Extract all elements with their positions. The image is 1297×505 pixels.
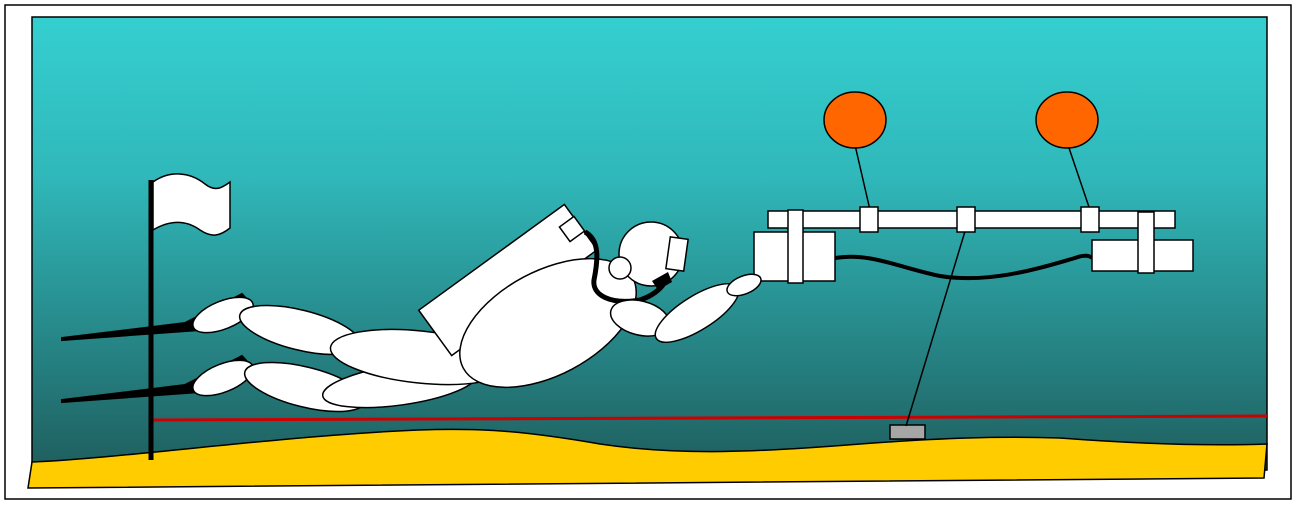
buoy-line-right — [1067, 144, 1091, 211]
hand — [726, 273, 762, 297]
camera-cable — [834, 253, 1094, 281]
buoy-right — [1035, 91, 1099, 149]
baseline-line — [151, 414, 1268, 422]
tank-valve — [558, 215, 586, 243]
diver — [61, 203, 762, 413]
buoy-left — [823, 91, 887, 149]
sand-seabed — [27, 428, 1268, 489]
mouthpiece — [652, 272, 672, 290]
bar-clamp-2 — [956, 206, 976, 233]
bar-clamp-1 — [859, 206, 879, 233]
camera-left-strap — [787, 209, 804, 284]
dive-mask — [665, 236, 689, 272]
anchor-line — [905, 227, 967, 427]
flag-cloth — [152, 173, 231, 236]
flag-marker — [148, 173, 231, 460]
foot-upper — [192, 296, 254, 334]
survey-frame — [753, 91, 1194, 427]
regulator — [608, 256, 632, 280]
bar-clamp-3 — [1080, 206, 1100, 233]
buoy-line-left — [854, 144, 871, 211]
camera-right-strap — [1137, 211, 1155, 274]
anchor-weight — [889, 424, 926, 440]
regulator-hose — [583, 229, 668, 304]
